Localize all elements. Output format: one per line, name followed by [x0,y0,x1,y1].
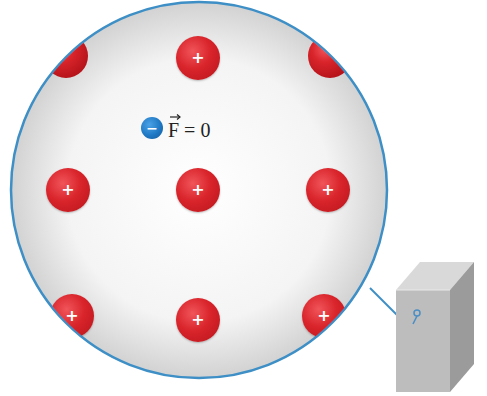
charge-sign: + [191,182,204,198]
positive-ion: + [46,168,90,212]
charge-sign: + [191,312,204,328]
ion-partial [308,34,352,78]
leader-line [370,288,400,318]
ion-partial [44,34,88,78]
charge-sign: − [146,121,158,135]
metal-block [396,262,474,392]
force-label: F = 0 [168,120,210,140]
positive-ion: + [306,168,350,212]
positive-ion: + [176,298,220,342]
positive-ion: + [50,294,94,338]
electron: − [141,117,163,139]
charge-sign: + [61,182,74,198]
charge-sign: + [191,50,204,66]
charge-sign: + [65,308,78,324]
positive-ion: + [176,36,220,80]
vector-arrow [169,113,182,121]
charge-sign: + [317,308,330,324]
positive-ion: + [176,168,220,212]
charge-sign: + [321,182,334,198]
magnified-region [11,2,387,378]
